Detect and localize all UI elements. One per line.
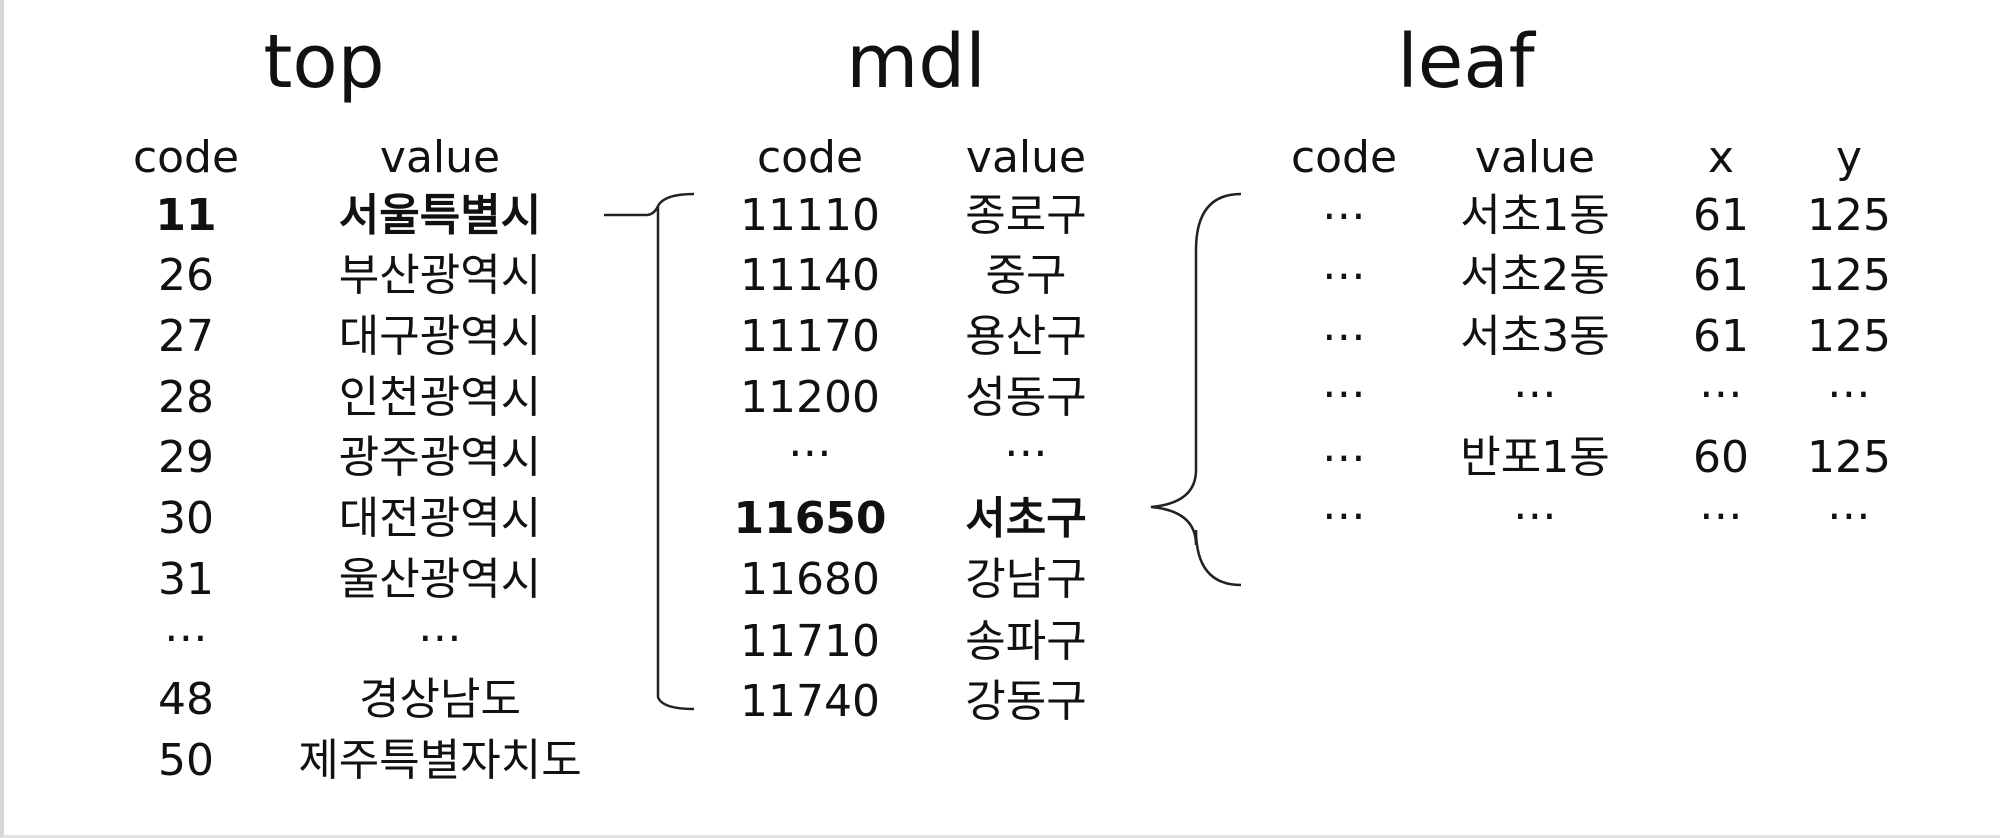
leaf-header-code: code xyxy=(1290,132,1398,183)
mdl-cell-value: 송파구 xyxy=(965,616,1087,667)
leaf-cell-y: 125 xyxy=(1807,190,1891,241)
top-cell-code: 48 xyxy=(158,674,214,725)
leaf-cell-y: ⋯ xyxy=(1827,490,1871,541)
leaf-cell-value: 반포1동 xyxy=(1460,432,1610,483)
mdl-cell-code: 11200 xyxy=(740,372,880,423)
leaf-cell-code: ⋯ xyxy=(1322,432,1366,483)
top-cell-code: ⋯ xyxy=(164,612,208,663)
mdl-cell-code: 11110 xyxy=(740,190,880,241)
top-cell-code: 27 xyxy=(158,311,214,362)
top-cell-code: 11 xyxy=(155,190,217,241)
leaf-cell-y: 125 xyxy=(1807,311,1891,362)
top-cell-value: 제주특별자치도 xyxy=(298,735,582,786)
leaf-cell-value: ⋯ xyxy=(1513,368,1557,419)
top-header-code: code xyxy=(132,132,240,183)
leaf-cell-y: ⋯ xyxy=(1827,368,1871,419)
top-cell-value: 대구광역시 xyxy=(338,311,542,362)
top-cell-value: ⋯ xyxy=(418,612,462,663)
leaf-cell-code: ⋯ xyxy=(1322,311,1366,362)
leaf-cell-value: 서초1동 xyxy=(1460,190,1610,241)
leaf-cell-code: ⋯ xyxy=(1322,250,1366,301)
title-mdl: mdl xyxy=(846,19,986,105)
top-cell-code: 30 xyxy=(158,493,214,544)
leaf-cell-code: ⋯ xyxy=(1322,490,1366,541)
mdl-cell-code: 11170 xyxy=(740,311,880,362)
mdl-cell-value: 강남구 xyxy=(965,554,1087,605)
top-cell-value: 인천광역시 xyxy=(338,372,542,423)
leaf-cell-x: 61 xyxy=(1693,190,1749,241)
mdl-cell-value: 용산구 xyxy=(965,311,1087,362)
leaf-cell-x: 61 xyxy=(1693,311,1749,362)
top-cell-code: 29 xyxy=(158,432,214,483)
leaf-cell-value: 서초3동 xyxy=(1460,311,1610,362)
title-top: top xyxy=(263,19,385,105)
top-cell-code: 50 xyxy=(158,735,214,786)
mdl-cell-value: 중구 xyxy=(985,250,1067,301)
top-cell-value: 대전광역시 xyxy=(338,493,542,544)
top-cell-code: 31 xyxy=(158,554,214,605)
top-cell-code: 28 xyxy=(158,372,214,423)
top-cell-code: 26 xyxy=(158,250,214,301)
top-cell-value: 서울특별시 xyxy=(338,190,542,241)
mdl-cell-code: 11710 xyxy=(740,616,880,667)
leaf-cell-value: ⋯ xyxy=(1513,490,1557,541)
mdl-cell-value: 서초구 xyxy=(965,493,1087,544)
mdl-cell-code: 11140 xyxy=(740,250,880,301)
bracket-top-to-mdl xyxy=(604,192,695,711)
mdl-header-value: value xyxy=(965,132,1087,183)
mdl-cell-code: 11740 xyxy=(740,676,880,727)
leaf-header-x: x xyxy=(1707,132,1735,183)
leaf-header-y: y xyxy=(1835,132,1863,183)
mdl-cell-value: ⋯ xyxy=(1004,427,1048,478)
mdl-cell-value: 강동구 xyxy=(965,676,1087,727)
mdl-cell-code: 11650 xyxy=(733,493,887,544)
top-cell-value: 광주광역시 xyxy=(338,432,542,483)
leaf-cell-value: 서초2동 xyxy=(1460,250,1610,301)
leaf-cell-y: 125 xyxy=(1807,432,1891,483)
top-header-value: value xyxy=(379,132,501,183)
mdl-cell-value: 종로구 xyxy=(965,190,1087,241)
leaf-header-value: value xyxy=(1474,132,1596,183)
title-leaf: leaf xyxy=(1397,19,1535,105)
mdl-cell-code: ⋯ xyxy=(788,427,832,478)
leaf-cell-x: ⋯ xyxy=(1699,490,1743,541)
leaf-cell-x: 60 xyxy=(1693,432,1749,483)
leaf-cell-y: 125 xyxy=(1807,250,1891,301)
leaf-cell-x: 61 xyxy=(1693,250,1749,301)
connector-layer xyxy=(604,192,1242,711)
leaf-cell-code: ⋯ xyxy=(1322,368,1366,419)
leaf-cell-code: ⋯ xyxy=(1322,190,1366,241)
mdl-header-code: code xyxy=(756,132,864,183)
top-cell-value: 울산광역시 xyxy=(338,554,542,605)
leaf-cell-x: ⋯ xyxy=(1699,368,1743,419)
top-cell-value: 경상남도 xyxy=(359,674,521,725)
brace-mdl-to-leaf xyxy=(1150,192,1242,587)
mdl-cell-value: 성동구 xyxy=(965,372,1087,423)
mdl-cell-code: 11680 xyxy=(740,554,880,605)
top-cell-value: 부산광역시 xyxy=(338,250,542,301)
